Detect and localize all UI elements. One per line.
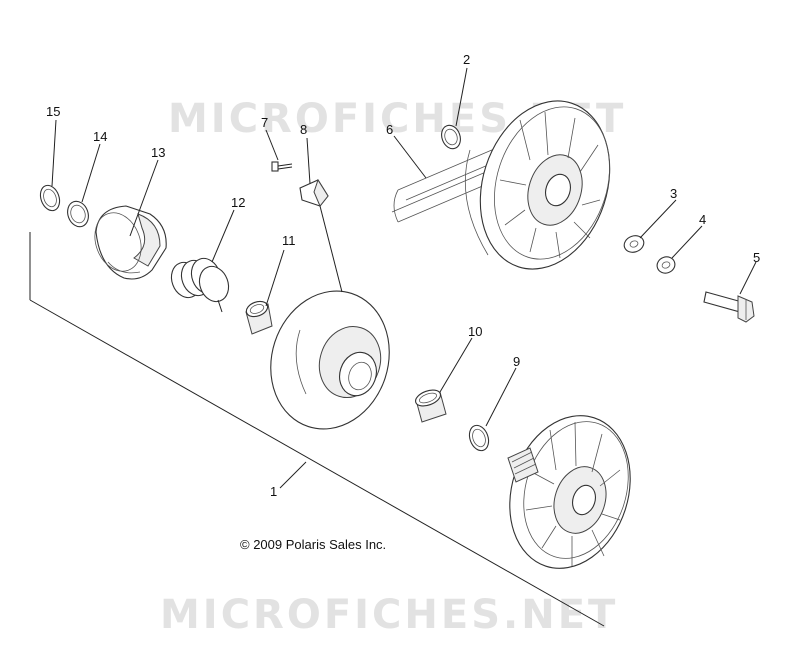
callout-1: 1 [270,484,277,499]
moveable-sheave [270,290,390,430]
part-4-washer [656,256,676,274]
part-12-spring [170,257,230,313]
part-8-block [299,178,329,207]
part-3-washer [623,235,645,253]
watermark-bottom: MICROFICHES.NET [160,592,618,638]
callout-3: 3 [670,186,677,201]
callout-13: 13 [151,145,165,160]
part-7-bolt [271,161,293,172]
upper-sheave [464,100,611,270]
part-11-bushing [245,300,273,335]
lower-sheave [507,415,631,569]
part-13-cam [94,205,167,280]
callouts: 2 6 3 4 5 7 8 9 10 11 12 13 14 15 1 [46,52,760,499]
callout-5: 5 [753,250,760,265]
callout-9: 9 [513,354,520,369]
assembly-bracket [29,232,605,627]
part-10-bushing [415,389,447,423]
leader-lines [51,67,757,489]
part-5-bolt [703,291,755,323]
part-9-washer [468,424,490,452]
callout-10: 10 [468,324,482,339]
callout-6: 6 [386,122,393,137]
callout-8: 8 [300,122,307,137]
spline-shaft [507,447,539,483]
part-15-snap-ring [39,184,61,212]
part-14-washer [67,200,89,228]
callout-12: 12 [231,195,245,210]
callout-4: 4 [699,212,706,227]
callout-7: 7 [261,115,268,130]
part-2-washer [441,124,461,150]
callout-11: 11 [282,233,296,248]
callout-2: 2 [463,52,470,67]
copyright-text: © 2009 Polaris Sales Inc. [240,537,386,552]
callout-14: 14 [93,129,107,144]
callout-15: 15 [46,104,60,119]
